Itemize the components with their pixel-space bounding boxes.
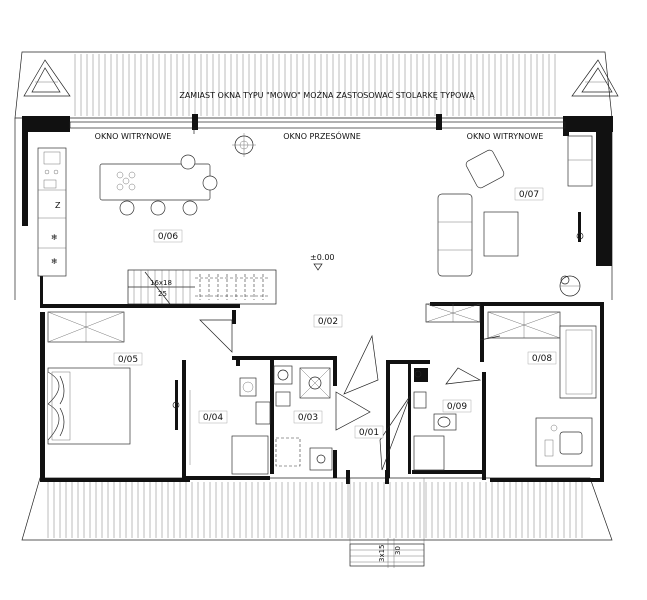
room-label: 0/05 [118, 355, 138, 365]
level-label: ±0.00 [310, 253, 335, 262]
room-label: 0/08 [532, 354, 552, 364]
room-label-box [442, 399, 472, 413]
room-label-box [514, 187, 544, 201]
room-label-box [354, 425, 384, 439]
room-label: 0/04 [203, 413, 223, 423]
roof-outline-top [14, 51, 613, 119]
door-swings [199, 319, 501, 471]
living-furniture [437, 135, 593, 297]
bedroom-08-furniture [487, 311, 597, 467]
window-sill-marks [425, 303, 481, 323]
stairs-count-label: 16x18 [150, 279, 172, 287]
oven-mark: Z [55, 201, 61, 210]
window-left-label: OKNO WITRYNOWE [95, 132, 172, 141]
dormer-right [571, 59, 619, 97]
steps-dim-a: 3x15 [378, 544, 386, 562]
wc-09-fixtures [413, 370, 457, 471]
room-label: 0/09 [447, 402, 467, 412]
room-label: 0/06 [158, 232, 178, 242]
ceiling-lamp [232, 133, 256, 157]
dormer-left [23, 59, 71, 97]
roof-hatch-top [74, 54, 556, 116]
roof-hatch-bottom [47, 482, 583, 538]
room-label-box [153, 229, 183, 243]
utility-03-fixtures [273, 365, 333, 471]
level-marker [313, 263, 323, 271]
window-markers [69, 114, 566, 134]
window-center-label: OKNO PRZESÓWNE [283, 130, 361, 141]
room-label-box [113, 352, 143, 366]
room-label-box [198, 410, 228, 424]
room-label-box [293, 410, 323, 424]
steps-dim-b: 30 [394, 546, 402, 555]
room-label: 0/02 [318, 317, 338, 327]
room-label: 0/07 [519, 190, 539, 200]
stairs-depth-label: 25 [158, 290, 167, 298]
room-label: 0/03 [298, 413, 318, 423]
staircase [127, 269, 277, 305]
kitchen-counter [37, 147, 67, 277]
kitchen-island [99, 154, 218, 216]
roof-outline-bottom [21, 477, 613, 541]
room-labels: 0/06 0/07 0/02 0/05 0/04 0/03 0/01 0/09 0/08 [113, 187, 557, 439]
exterior-walls [22, 116, 613, 482]
room-label: 0/01 [359, 428, 379, 438]
room-label-box [527, 351, 557, 365]
fridge-mark-a: ❄ [51, 233, 58, 242]
fridge-mark-b: ❄ [51, 257, 58, 266]
bedroom-05-furniture [47, 311, 180, 445]
top-note: ZAMIAST OKNA TYPU "MOWO" MOŻNA ZASTOSOWA… [179, 89, 475, 100]
bathroom-04-fixtures [189, 377, 271, 475]
room-label-box [313, 314, 343, 328]
window-right-label: OKNO WITRYNOWE [467, 132, 544, 141]
entrance-steps [349, 478, 425, 568]
